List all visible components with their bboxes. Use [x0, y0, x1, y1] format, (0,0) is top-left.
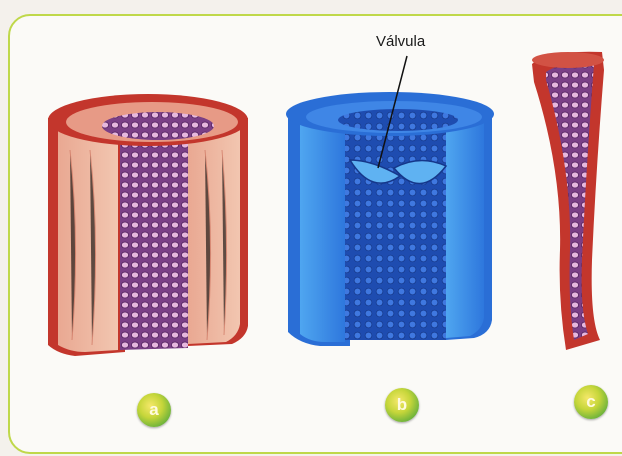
- label-badge-b: b: [385, 388, 419, 422]
- capillary-top-rim: [532, 52, 604, 68]
- vein-wall-right: [446, 112, 484, 338]
- valve-label: Válvula: [376, 33, 425, 50]
- capillary-drawing: [532, 52, 604, 350]
- label-badge-a: a: [137, 393, 171, 427]
- artery-wall-left: [58, 118, 118, 352]
- artery-drawing: [48, 94, 248, 356]
- vein-top-lumen: [338, 109, 458, 131]
- artery-lumen: [120, 118, 188, 350]
- vein-wall-left: [300, 112, 345, 342]
- vein-drawing: [286, 56, 494, 346]
- artery-top-lumen: [102, 112, 214, 140]
- label-badge-c: c: [574, 385, 608, 419]
- artery-wall-right: [188, 118, 240, 344]
- vein-lumen: [345, 112, 446, 340]
